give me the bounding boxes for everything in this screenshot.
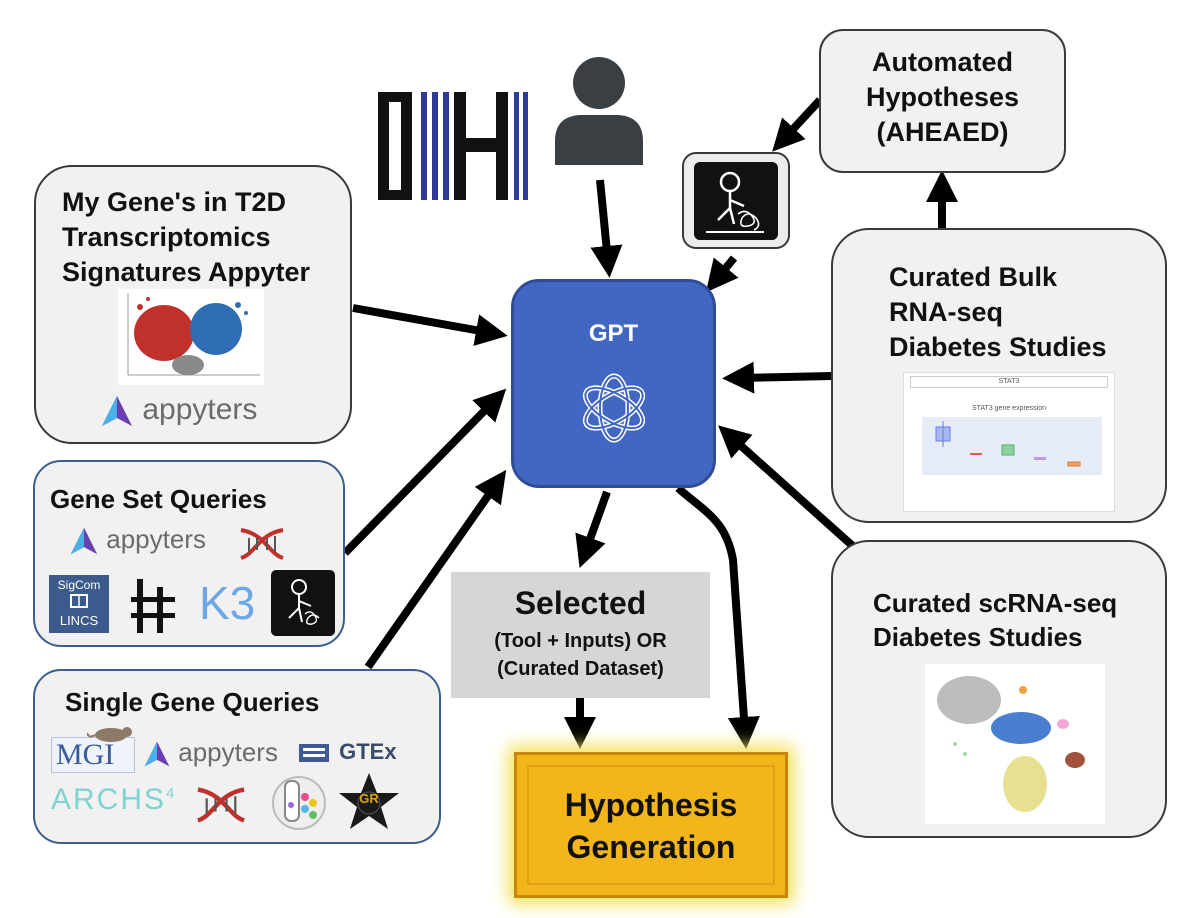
- automation-icon-box: [682, 152, 790, 249]
- bulk-plot-header: STAT3: [910, 376, 1108, 388]
- cube-icon: [70, 594, 88, 608]
- sc-line-1: Curated scRNA-seq: [873, 588, 1118, 618]
- single-gene-appyters-text: appyters: [178, 737, 278, 767]
- sigcom-lincs-logo: SigCom LINCS: [49, 575, 109, 633]
- gpt-node: GPT: [511, 279, 716, 488]
- arrow-mygene-to-gpt: [352, 304, 508, 346]
- my-gene-line-1: My Gene's in T2D: [62, 187, 286, 217]
- arrow-icon-to-gpt: [705, 255, 739, 293]
- my-gene-appyter-box: My Gene's in T2D Transcriptomics Signatu…: [34, 165, 352, 444]
- bulk-plot-title: STAT3 gene expression: [971, 405, 1047, 412]
- gpt-label: GPT: [588, 320, 639, 347]
- gr-label: GR: [359, 791, 379, 806]
- openai-logo-icon: [582, 373, 646, 443]
- appyters-logo-icon: [102, 396, 132, 427]
- mouse-icon: [87, 727, 132, 742]
- hypothesis-generation-node: Hypothesis Generation: [514, 752, 788, 898]
- gtex-logo: GTEx: [299, 739, 397, 765]
- archs4-logo: ARCHS4: [51, 783, 176, 817]
- my-gene-appyters-text: appyters: [142, 393, 258, 426]
- sheriff-star-icon: [339, 773, 399, 829]
- gene-set-appyters-logo: appyters: [69, 524, 206, 556]
- tangle-person-icon: [694, 162, 778, 240]
- automated-line-2: Hypotheses: [865, 82, 1020, 112]
- selected-title: Selected: [514, 585, 647, 621]
- selected-node: Selected (Tool + Inputs) OR (Curated Dat…: [451, 572, 710, 698]
- archs4-sup: 4: [166, 785, 177, 802]
- appyters-logo-icon: [70, 527, 98, 555]
- sc-line-2: Diabetes Studies: [873, 622, 1083, 652]
- bulk-line-2: RNA-seq: [889, 297, 1004, 327]
- single-gene-queries-box: Single Gene Queries MGI appyters GTEx AR…: [33, 669, 441, 844]
- dna-helix-icon: [197, 787, 245, 823]
- curated-bulk-box: Curated Bulk RNA-seq Diabetes Studies ST…: [831, 228, 1167, 523]
- arrow-sc-to-gpt: [718, 425, 858, 551]
- gene-set-queries-box: Gene Set Queries appyters SigCom LINCS K…: [33, 460, 345, 647]
- lincs-label: LINCS: [59, 613, 99, 628]
- arrow-geneset-to-gpt: [342, 388, 507, 556]
- volcano-plot-thumbnail: [118, 289, 264, 385]
- gtex-text: GTEx: [339, 739, 397, 764]
- gtex-mark-icon: [299, 744, 329, 763]
- my-gene-line-2: Transcriptomics: [62, 222, 271, 252]
- tangle-person-icon: [271, 570, 335, 636]
- bulk-boxplot: [922, 417, 1102, 475]
- user-silhouette-icon: [555, 57, 643, 165]
- hypothesis-line-1: Hypothesis: [564, 787, 738, 823]
- sigcom-label: SigCom: [57, 578, 101, 592]
- archs4-text: ARCHS: [51, 783, 167, 816]
- bulk-boxplot-panel: STAT3 STAT3 gene expression: [903, 372, 1115, 512]
- umap-scatter-thumbnail: [925, 664, 1105, 824]
- gene-set-title: Gene Set Queries: [50, 484, 267, 514]
- curated-sc-box: Curated scRNA-seq Diabetes Studies: [831, 540, 1167, 838]
- hypothesis-line-2: Generation: [566, 829, 736, 865]
- arrow-automated-to-icon: [772, 97, 823, 152]
- gene-set-appyters-text: appyters: [106, 524, 206, 554]
- bulk-line-1: Curated Bulk: [889, 262, 1058, 292]
- automated-line-3: (AHEAED): [876, 117, 1009, 147]
- appyters-logo-icon: [144, 741, 170, 767]
- k3-logo: K3: [199, 577, 256, 629]
- automated-hypotheses-box: Automated Hypotheses (AHEAED): [819, 29, 1066, 173]
- mgi-logo: MGI: [51, 737, 135, 773]
- selected-line-2: (Curated Dataset): [497, 658, 664, 680]
- single-gene-title: Single Gene Queries: [65, 687, 320, 717]
- arrow-gpt-to-hypothesis: [675, 485, 760, 749]
- bulk-line-3: Diabetes Studies: [889, 332, 1107, 362]
- my-gene-line-3: Signatures Appyter: [62, 257, 311, 287]
- dna-helix-icon: [240, 528, 284, 560]
- selected-line-1: (Tool + Inputs) OR: [494, 630, 667, 652]
- d2h-logo-icon: [378, 92, 528, 200]
- arrow-user-to-gpt: [590, 179, 623, 278]
- hypothesis-inner-bevel: [527, 765, 775, 885]
- arrow-gpt-to-selected: [575, 490, 611, 569]
- mgi-text: MGI: [56, 738, 115, 771]
- my-gene-appyters-logo: appyters: [100, 393, 257, 428]
- single-cell-tube-icon: [272, 776, 326, 830]
- arrow-singlegene-to-gpt: [364, 469, 507, 670]
- automated-line-1: Automated: [872, 47, 1013, 77]
- single-gene-appyters-logo: appyters: [143, 737, 278, 768]
- arrow-bulk-to-gpt: [722, 361, 833, 394]
- enrichr-logo-icon: [131, 579, 175, 633]
